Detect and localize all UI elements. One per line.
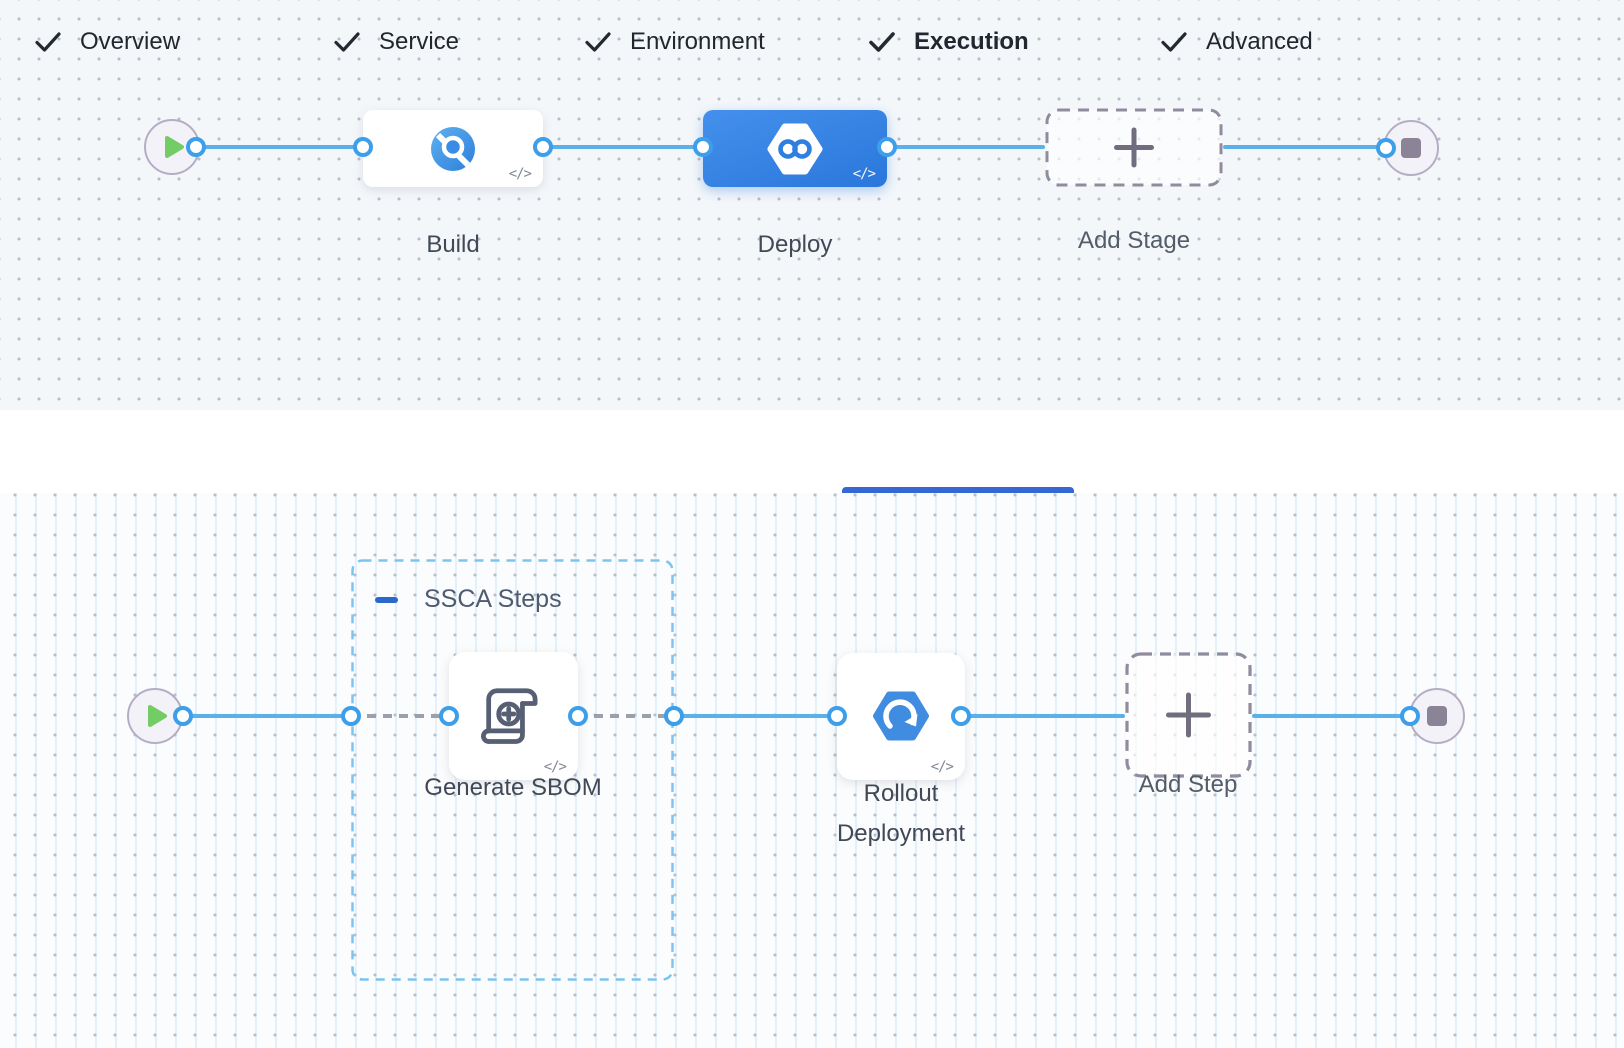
group-title: SSCA Steps xyxy=(424,585,562,613)
ssca-steps-group[interactable] xyxy=(351,559,674,981)
edge-addstep-end xyxy=(1252,714,1410,718)
play-icon xyxy=(145,703,169,729)
scroll-plus-icon xyxy=(476,676,552,752)
port-dot[interactable] xyxy=(826,705,847,726)
port-dot[interactable] xyxy=(1399,705,1420,726)
edge-start-group xyxy=(183,714,351,718)
check-icon xyxy=(1160,31,1188,53)
port-dot[interactable] xyxy=(340,705,361,726)
tab-label: Environment xyxy=(630,27,765,55)
yaml-code-badge[interactable]: </> xyxy=(508,166,532,182)
ssca-group-header: SSCA Steps xyxy=(375,585,562,614)
stage-tabbar xyxy=(0,410,1624,494)
tab-service[interactable]: Service xyxy=(333,0,459,83)
stage-node-deploy[interactable]: </> xyxy=(703,110,887,187)
step-label-rollout-deployment[interactable]: Rollout Deployment xyxy=(836,780,966,847)
step-node-generate-sbom[interactable]: </> xyxy=(449,652,578,780)
active-tab-underline xyxy=(842,487,1074,493)
edge-group-rollout xyxy=(674,714,837,718)
port-dot[interactable] xyxy=(1375,137,1396,158)
edge-deploy-addstage xyxy=(887,145,1045,149)
check-icon xyxy=(868,31,896,53)
tab-execution[interactable]: Execution xyxy=(868,0,1029,83)
tab-environment[interactable]: Environment xyxy=(584,0,765,83)
stage-label-deploy[interactable]: Deploy xyxy=(757,231,833,258)
port-dot[interactable] xyxy=(185,136,206,157)
tab-label: Advanced xyxy=(1206,27,1313,55)
port-dot[interactable] xyxy=(692,136,713,157)
stage-label-build[interactable]: Build xyxy=(426,231,480,258)
add-step-button[interactable] xyxy=(1125,652,1252,778)
execution-canvas[interactable] xyxy=(0,493,1624,1048)
port-dot[interactable] xyxy=(172,705,193,726)
edge-start-build xyxy=(196,145,363,149)
step-label-generate-sbom[interactable]: Generate SBOM xyxy=(424,774,602,801)
tab-label: Execution xyxy=(914,27,1029,55)
port-dot[interactable] xyxy=(567,705,588,726)
stop-icon xyxy=(1426,705,1447,726)
tab-label: Overview xyxy=(80,27,181,55)
step-node-rollout-deployment[interactable]: </> xyxy=(837,653,965,780)
port-dot[interactable] xyxy=(532,136,553,157)
yaml-code-badge[interactable]: </> xyxy=(930,759,954,775)
rollout-icon xyxy=(869,684,933,748)
plus-icon xyxy=(1166,692,1211,738)
tab-label: Service xyxy=(379,27,460,55)
yaml-code-badge[interactable]: </> xyxy=(852,166,876,182)
plus-icon xyxy=(1114,127,1154,168)
stage-canvas[interactable] xyxy=(0,0,1624,410)
stage-label-add-stage[interactable]: Add Stage xyxy=(1077,227,1191,254)
check-icon xyxy=(584,31,612,53)
edge-addstage-end xyxy=(1223,145,1386,149)
tab-advanced[interactable]: Advanced xyxy=(1160,0,1313,83)
stop-icon xyxy=(1400,137,1421,158)
check-icon xyxy=(34,31,62,53)
step-label-add-step[interactable]: Add Step xyxy=(1138,771,1238,798)
port-dot[interactable] xyxy=(876,136,897,157)
collapse-minus-icon[interactable] xyxy=(375,596,398,603)
check-icon xyxy=(333,31,361,53)
yaml-code-badge[interactable]: </> xyxy=(543,759,567,775)
edge-rollout-addstep xyxy=(961,714,1125,718)
play-icon xyxy=(162,134,186,160)
cd-deploy-icon xyxy=(763,121,827,177)
stage-node-build[interactable]: </> xyxy=(363,110,543,187)
port-dot[interactable] xyxy=(663,705,684,726)
edge-sbom-group xyxy=(578,714,674,718)
port-dot[interactable] xyxy=(438,705,459,726)
edge-build-deploy xyxy=(543,145,703,149)
port-dot[interactable] xyxy=(950,705,971,726)
add-stage-button[interactable] xyxy=(1045,108,1223,187)
tab-overview[interactable]: Overview xyxy=(34,0,180,83)
edge-group-sbom xyxy=(351,714,449,718)
ci-build-icon xyxy=(430,126,476,172)
port-dot[interactable] xyxy=(352,136,373,157)
